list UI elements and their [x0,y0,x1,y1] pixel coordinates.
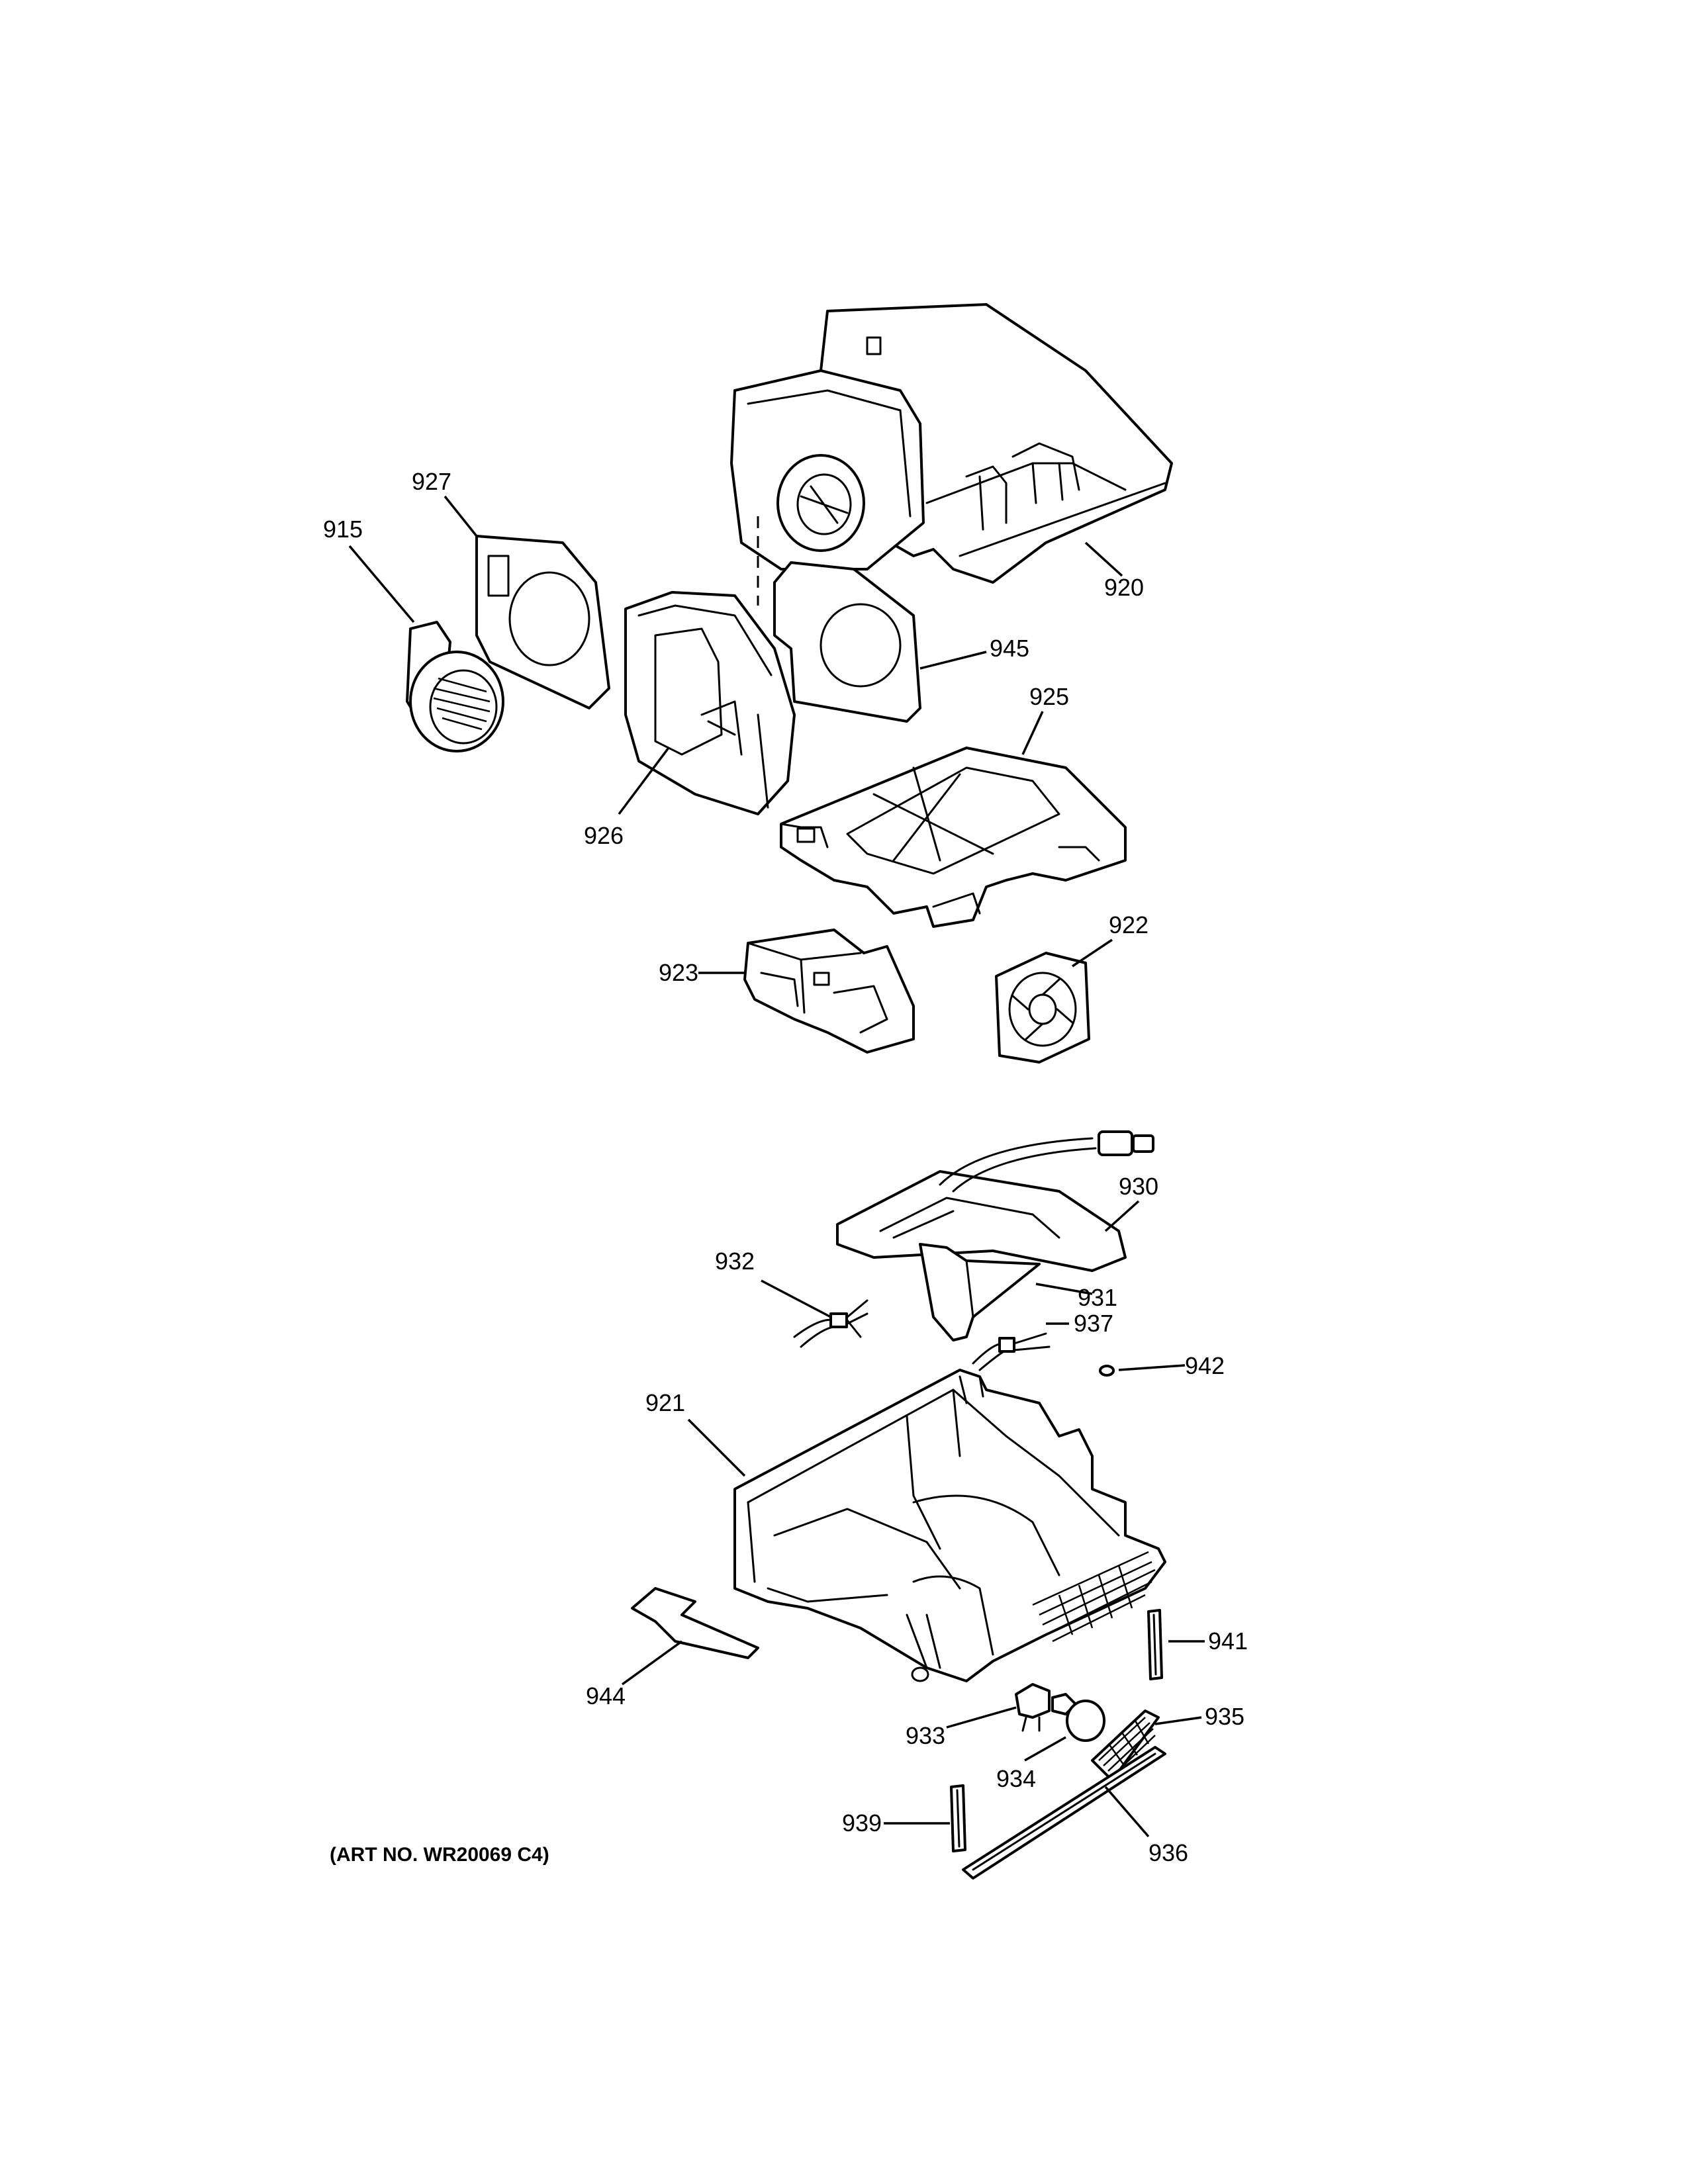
part-921-tray [733,1369,1166,1682]
leader-915 [348,545,415,623]
part-934-bulb [1051,1693,1105,1742]
part-930-heater [836,1130,1154,1272]
leader-942 [1118,1364,1186,1371]
part-925-frame [780,747,1127,928]
callout-933: 933 [906,1722,945,1749]
part-922-fan [995,952,1090,1064]
part-944-strip [631,1587,759,1659]
leader-926 [618,747,670,815]
callout-915: 915 [323,516,363,543]
callout-945: 945 [990,635,1029,662]
leader-930 [1104,1200,1140,1232]
part-939-strip [950,1784,966,1852]
leader-932 [761,1279,831,1318]
leader-921 [687,1418,746,1477]
leader-927 [444,495,478,537]
callout-927: 927 [412,468,451,495]
callout-934: 934 [996,1765,1036,1792]
callout-941: 941 [1208,1627,1248,1655]
callout-932: 932 [715,1248,755,1275]
callout-944: 944 [586,1682,626,1709]
leader-935 [1154,1716,1202,1725]
callout-939: 939 [842,1809,882,1837]
callout-937: 937 [1074,1310,1113,1337]
part-941-strip [1147,1609,1163,1680]
callout-936: 936 [1149,1839,1188,1866]
part-942-washer [1099,1365,1115,1377]
part-935-grille [1091,1709,1160,1782]
leader-920 [1084,541,1123,577]
part-923-bracket [743,929,915,1054]
callout-920: 920 [1104,574,1144,601]
part-931-bracket [919,1243,1041,1342]
art-number: (ART NO. WR20069 C4) [330,1844,549,1866]
part-920-housing [730,303,1173,584]
part-937-harness [972,1332,1051,1371]
part-927-gasket [475,535,610,709]
part-915-damper [406,621,504,752]
callout-923: 923 [659,959,698,986]
callout-930: 930 [1119,1173,1158,1200]
leader-922 [1072,938,1113,968]
leader-944 [621,1640,683,1686]
leader-933 [946,1706,1017,1729]
part-933-socket [1015,1683,1051,1732]
callout-942: 942 [1185,1352,1225,1379]
callout-935: 935 [1205,1703,1244,1730]
part-936-strip [962,1746,1166,1880]
part-926-duct [624,591,796,815]
leader-945 [919,651,987,670]
part-945-gasket [773,561,921,723]
callout-931: 931 [1078,1284,1117,1311]
leader-934 [1024,1736,1066,1762]
leader-925 [1021,711,1044,755]
callout-921: 921 [645,1389,685,1416]
callout-925: 925 [1029,683,1069,710]
leader-931 [1035,1283,1093,1295]
leader-936 [1104,1786,1150,1838]
part-932-harness [793,1299,868,1348]
callout-926: 926 [584,822,624,849]
callout-922: 922 [1109,911,1149,938]
